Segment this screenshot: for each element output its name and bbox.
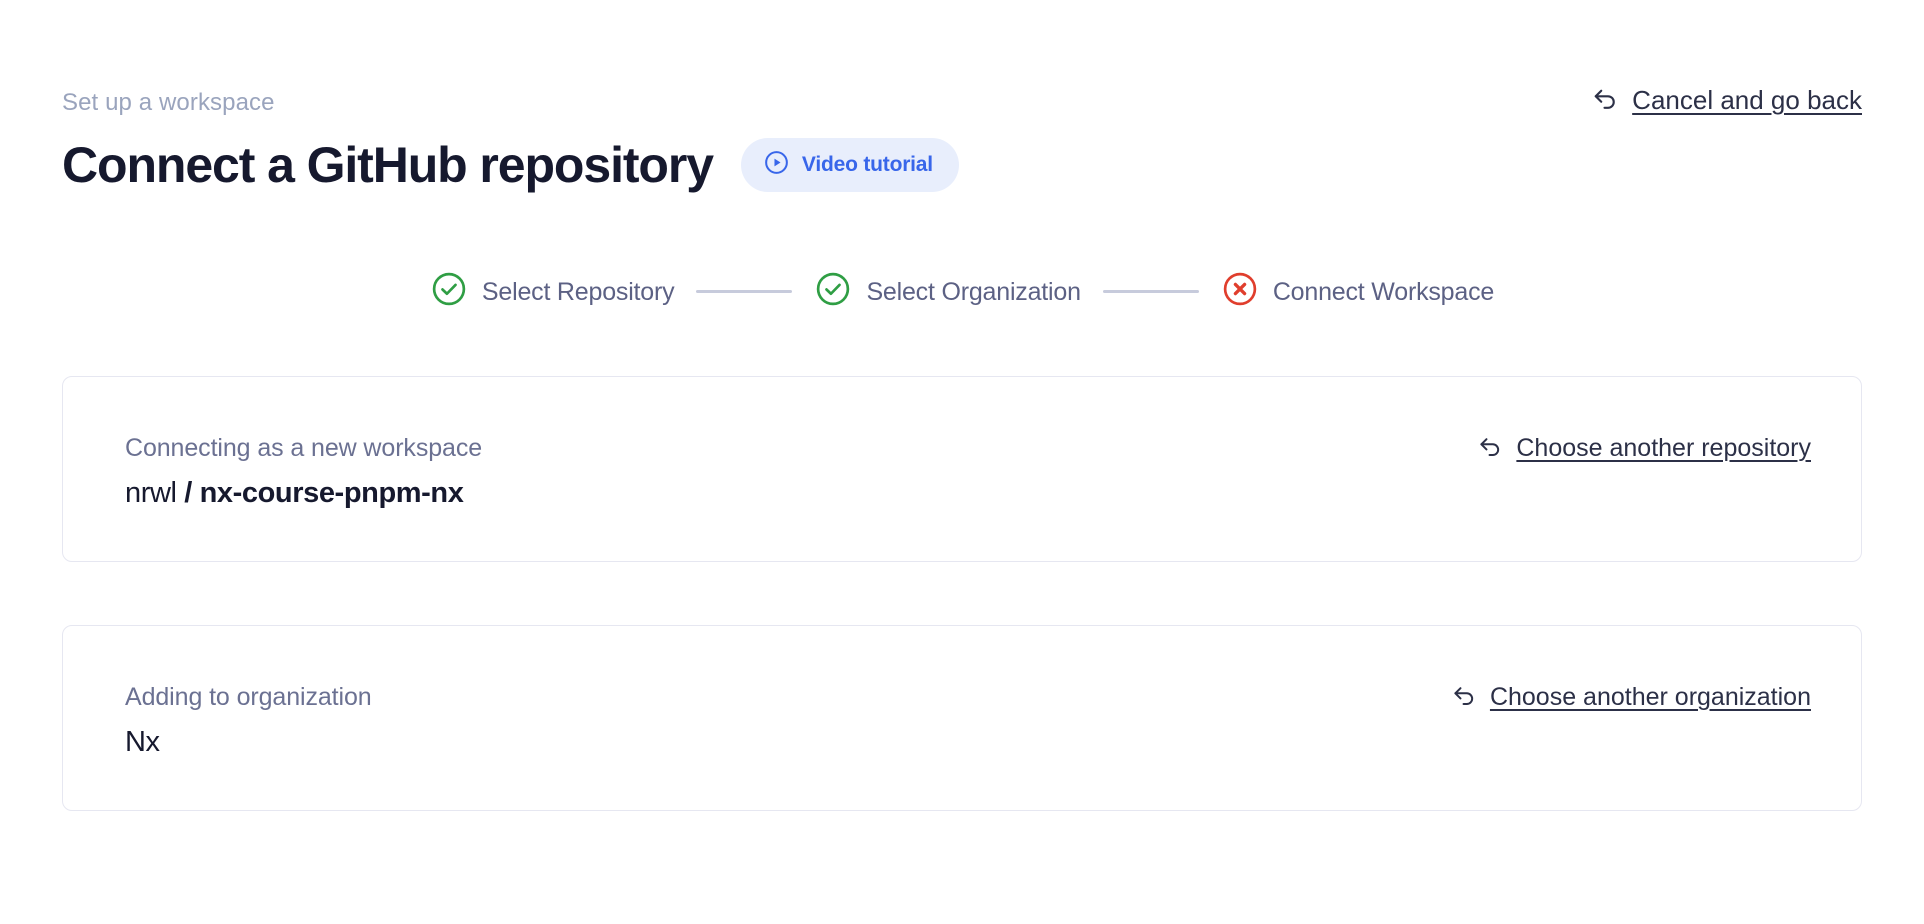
repository-card-caption: Connecting as a new workspace [125,434,483,462]
step-label-connect-workspace: Connect Workspace [1272,277,1495,306]
step-select-repository[interactable]: Select Repository [430,270,675,313]
choose-another-repository-link[interactable]: Choose another repository [1476,431,1811,464]
page-header: Set up a workspace Connect a GitHub repo… [62,0,1862,194]
x-circle-icon [1221,270,1259,313]
choose-another-organization-link[interactable]: Choose another organization [1450,680,1811,713]
video-tutorial-button[interactable]: Video tutorial [740,138,959,192]
title-row: Connect a GitHub repository Video tutori… [62,136,1862,194]
repository-card: Connecting as a new workspace nrwl / nx-… [62,376,1862,562]
breadcrumb-eyebrow: Set up a workspace [62,89,275,116]
step-connector-2 [1102,290,1199,293]
choose-another-organization-label: Choose another organization [1489,682,1811,711]
progress-stepper: Select Repository Select Organization Co… [62,270,1862,313]
repository-name: nx-course-pnpm-nx [199,477,464,509]
undo-arrow-icon [1590,82,1620,117]
organization-card: Adding to organization Nx Choose another… [62,625,1862,811]
choose-another-repository-label: Choose another repository [1516,433,1811,462]
play-circle-icon [763,149,790,181]
organization-card-caption: Adding to organization [125,683,372,711]
undo-arrow-icon [1450,680,1478,713]
video-tutorial-label: Video tutorial [801,153,933,176]
undo-arrow-icon [1476,431,1504,464]
step-select-organization[interactable]: Select Organization [814,270,1081,313]
cancel-and-go-back-label: Cancel and go back [1632,84,1862,115]
check-circle-icon [430,270,468,313]
step-label-select-repository: Select Repository [481,277,675,306]
page-title: Connect a GitHub repository [62,137,714,193]
check-circle-icon [814,270,852,313]
repository-card-value: nrwl / nx-course-pnpm-nx [125,475,1815,511]
step-label-select-organization: Select Organization [866,277,1081,306]
organization-name: Nx [125,726,160,758]
repository-separator: / [176,477,200,509]
repository-owner: nrwl [125,477,177,509]
step-connector-1 [696,290,793,293]
cancel-and-go-back-link[interactable]: Cancel and go back [1590,82,1862,117]
step-connect-workspace[interactable]: Connect Workspace [1221,270,1494,313]
